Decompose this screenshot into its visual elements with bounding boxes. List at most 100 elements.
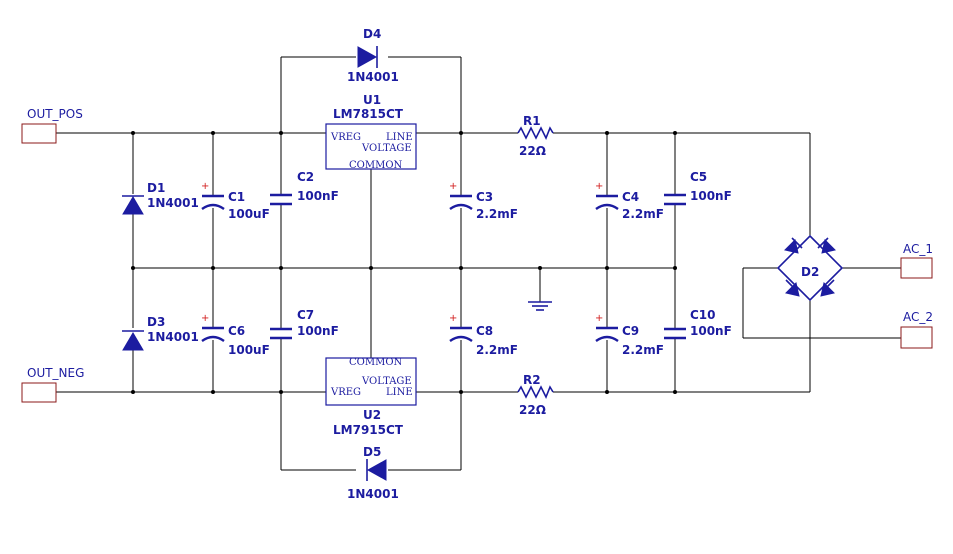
- capacitor-c3[interactable]: + C3 2.2mF: [449, 181, 518, 221]
- bridge-diode-icon: [785, 279, 800, 297]
- component-ref: D2: [801, 265, 819, 279]
- component-ref: C8: [476, 324, 493, 338]
- diode-symbol-icon: [122, 196, 144, 215]
- component-ref: C3: [476, 190, 493, 204]
- pin-label: COMMON: [349, 357, 403, 368]
- resistor-r1[interactable]: R1 22Ω: [517, 114, 554, 158]
- component-ref: C10: [690, 308, 716, 322]
- regulator-body: [325, 357, 417, 406]
- component-value: 2.2mF: [476, 343, 518, 357]
- component-ref: D4: [363, 27, 381, 41]
- component-ref: C2: [297, 170, 314, 184]
- capacitor-c9[interactable]: + C9 2.2mF: [595, 313, 664, 357]
- resistor-symbol-icon: [517, 385, 554, 399]
- pin-label: VREG: [330, 387, 361, 398]
- resistor-r2[interactable]: R2 22Ω: [517, 373, 554, 417]
- capacitor-c2[interactable]: C2 100nF: [270, 170, 339, 206]
- polarity-mark: +: [595, 313, 603, 324]
- diode-d1[interactable]: D1 1N4001: [122, 181, 199, 215]
- diode-d3[interactable]: D3 1N4001: [122, 315, 199, 351]
- bridge-diode-icon: [784, 237, 803, 254]
- component-value: 2.2mF: [476, 207, 518, 221]
- port-label: OUT_NEG: [27, 366, 84, 380]
- component-value: 1N4001: [147, 196, 199, 210]
- component-value: 100nF: [690, 189, 732, 203]
- diode-d5[interactable]: D5 1N4001: [347, 445, 399, 501]
- capacitor-c4[interactable]: + C4 2.2mF: [595, 181, 664, 221]
- port-ac-2[interactable]: AC_2: [900, 310, 933, 349]
- capacitor-c1[interactable]: + C1 100uF: [201, 181, 270, 221]
- component-value: LM7915CT: [333, 423, 404, 437]
- capacitor-c5[interactable]: C5 100nF: [664, 170, 732, 206]
- port-box[interactable]: [21, 123, 57, 144]
- port-label: AC_2: [903, 310, 933, 324]
- ground-symbol-icon: [528, 301, 552, 311]
- regulator-body: [325, 123, 417, 170]
- component-ref: D1: [147, 181, 165, 195]
- component-ref: C7: [297, 308, 314, 322]
- diode-symbol-icon: [366, 459, 387, 481]
- component-ref: D3: [147, 315, 165, 329]
- pin-label: LINE: [386, 132, 413, 143]
- capacitor-c7[interactable]: C7 100nF: [270, 308, 339, 340]
- regulator-u1[interactable]: VREG LINE VOLTAGE COMMON U1 LM7815CT: [325, 93, 417, 171]
- component-value: 2.2mF: [622, 207, 664, 221]
- polarity-mark: +: [449, 313, 457, 324]
- component-value: 2.2mF: [622, 343, 664, 357]
- junction-dots: [131, 131, 677, 394]
- component-value: LM7815CT: [333, 107, 404, 121]
- diode-symbol-icon: [357, 46, 378, 68]
- component-value: 100nF: [690, 324, 732, 338]
- wires: [56, 56, 901, 471]
- component-value: 1N4001: [347, 487, 399, 501]
- component-ref: R1: [523, 114, 541, 128]
- component-value: 100nF: [297, 189, 339, 203]
- component-value: 100nF: [297, 324, 339, 338]
- component-ref: U1: [363, 93, 381, 107]
- component-ref: C5: [690, 170, 707, 184]
- polarity-mark: +: [201, 181, 209, 192]
- diode-d4[interactable]: D4 1N4001: [347, 27, 399, 84]
- bridge-diode-icon: [820, 279, 835, 297]
- pin-label: VOLTAGE: [361, 376, 412, 387]
- pin-label: VREG: [330, 132, 361, 143]
- component-value: 100uF: [228, 343, 270, 357]
- port-ac-1[interactable]: AC_1: [900, 242, 933, 279]
- component-value: 100uF: [228, 207, 270, 221]
- capacitor-c10[interactable]: C10 100nF: [664, 308, 732, 340]
- pin-label: COMMON: [349, 160, 403, 171]
- component-value: 22Ω: [519, 403, 546, 417]
- resistor-symbol-icon: [517, 126, 554, 140]
- component-value: 1N4001: [147, 330, 199, 344]
- port-label: AC_1: [903, 242, 933, 256]
- polarity-mark: +: [449, 181, 457, 192]
- polarity-mark: +: [595, 181, 603, 192]
- capacitor-c6[interactable]: + C6 100uF: [201, 313, 270, 357]
- component-ref: U2: [363, 408, 381, 422]
- component-ref: C4: [622, 190, 639, 204]
- bridge-diode-icon: [817, 237, 836, 254]
- port-box[interactable]: [900, 326, 933, 349]
- component-ref: R2: [523, 373, 541, 387]
- diode-symbol-icon: [122, 332, 144, 351]
- component-ref: D5: [363, 445, 381, 459]
- pin-label: VOLTAGE: [361, 143, 412, 154]
- pin-label: LINE: [386, 387, 413, 398]
- bridge-rectifier-d2[interactable]: D2: [776, 234, 844, 302]
- component-value: 1N4001: [347, 70, 399, 84]
- component-ref: C6: [228, 324, 245, 338]
- regulator-u2[interactable]: COMMON VOLTAGE VREG LINE U2 LM7915CT: [325, 357, 417, 437]
- component-ref: C1: [228, 190, 245, 204]
- port-out-neg[interactable]: OUT_NEG: [21, 366, 84, 403]
- port-box[interactable]: [21, 382, 57, 403]
- component-value: 22Ω: [519, 144, 546, 158]
- port-label: OUT_POS: [27, 107, 83, 121]
- polarity-mark: +: [201, 313, 209, 324]
- port-out-pos[interactable]: OUT_POS: [21, 107, 83, 144]
- component-ref: C9: [622, 324, 639, 338]
- bridge-outline: [776, 234, 844, 302]
- port-box[interactable]: [900, 257, 933, 279]
- capacitor-c8[interactable]: + C8 2.2mF: [449, 313, 518, 357]
